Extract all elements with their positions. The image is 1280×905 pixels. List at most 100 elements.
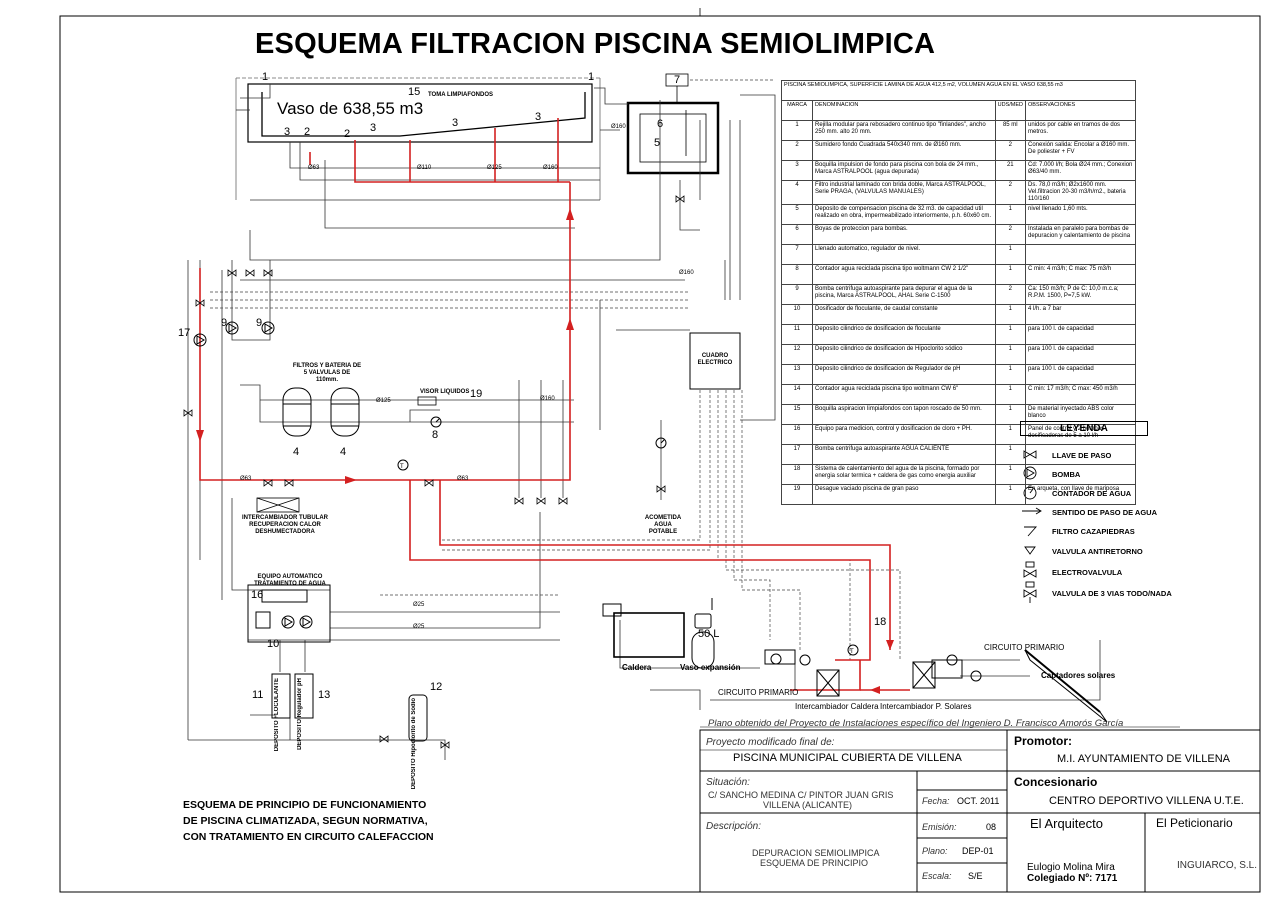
boiler-group: [602, 598, 715, 669]
emision-value: 08: [986, 822, 997, 832]
mark-4a: 4: [293, 446, 300, 458]
descripcion-label: Descripción:: [706, 821, 762, 832]
legend-item: VALVULA ANTIRETORNO: [1052, 547, 1143, 556]
spec-cell: 1: [994, 264, 1027, 285]
spec-cell: De material inyectado ABS color blanco: [1025, 404, 1136, 425]
pipe-label: Ø160: [543, 165, 558, 171]
spec-cell: 1: [994, 304, 1027, 325]
legend-item: ELECTROVALVULA: [1052, 568, 1123, 577]
proyecto-label: Proyecto modificado final de:: [706, 737, 835, 748]
descripcion-line2: ESQUEMA DE PRINCIPIO: [760, 858, 869, 868]
mark-16: 16: [251, 589, 264, 601]
visor-label: VISOR LIQUIDOS: [420, 389, 470, 395]
acometida-label: ACOMETIDA AGUA POTABLE: [644, 515, 682, 535]
spec-cell: Desague vaciado piscina de gran paso: [812, 484, 996, 505]
legend-item: CONTADOR DE AGUA: [1052, 489, 1132, 498]
spec-cell: Boquilla aspiracion limpiafondos con tap…: [812, 404, 996, 425]
diagram-title: ESQUEMA FILTRACION PISCINA SEMIOLIMPICA: [255, 28, 936, 60]
spec-cell: para 100 l. de capacidad: [1025, 364, 1136, 385]
mark-3c: 3: [452, 117, 459, 129]
ph-tank-label: DEPOSITO Regulador pH: [297, 678, 303, 750]
filters-label: FILTROS Y BATERIA DE 5 VALVULAS DE 110mm…: [292, 363, 362, 383]
spec-cell: Filtro industrial laminado con brida dob…: [812, 180, 996, 205]
proyecto-name: PISCINA MUNICIPAL CUBIERTA DE VILLENA: [733, 752, 962, 764]
vessel-capacity-label: 50 L: [698, 628, 720, 640]
spec-cell: nivel llenado 1,60 mts.: [1025, 204, 1136, 225]
spec-cell: 3: [781, 160, 813, 181]
spec-cell: 5: [781, 204, 813, 225]
fecha-value: OCT. 2011: [957, 796, 1000, 806]
spec-cell: Rejilla modular para rebosadero continuo…: [812, 120, 996, 141]
expansion-vessel-label: Vaso expansión: [680, 663, 741, 672]
spec-cell: Bomba centrifuga autoaspirante AGUA CALI…: [812, 444, 996, 465]
spec-cell: 8: [781, 264, 813, 285]
plan-source-note: Plano obtenido del Proyecto de Instalaci…: [708, 718, 1124, 729]
pipe-label: Ø160: [611, 124, 626, 130]
spec-cell: para 100 l. de capacidad: [1025, 324, 1136, 345]
spec-cell: 1: [994, 344, 1027, 365]
spec-cell: 7: [781, 244, 813, 265]
spec-cell: unidos por cable en tramos de dos metros…: [1025, 120, 1136, 141]
solar-collectors-label: Captadores solares: [1041, 671, 1116, 680]
solar-exchanger-label: Intercambiador P. Solares: [880, 702, 972, 711]
spec-cell: 1: [781, 120, 813, 141]
plate-exchangers: [764, 649, 963, 697]
situacion-label: Situación:: [706, 777, 750, 788]
situacion-line1: C/ SANCHO MEDINA C/ PINTOR JUAN GRIS: [708, 790, 894, 800]
boiler-label: Caldera: [622, 663, 652, 672]
mark-8: 8: [432, 429, 439, 441]
spec-cell: Contador agua reciclada piscina tipo wol…: [812, 384, 996, 405]
solar-collector: [1024, 649, 1108, 723]
spec-cell: 18: [781, 464, 813, 485]
arquitecto-label: El Arquitecto: [1030, 816, 1103, 831]
mark-11: 11: [252, 689, 264, 701]
pipe-label: Ø63: [240, 476, 252, 482]
spec-cell: 12: [781, 344, 813, 365]
spec-cell: Deposito cilindrico de dosificacion de H…: [812, 344, 996, 365]
pool-basin: [235, 77, 601, 200]
spec-cell: 85 ml: [994, 120, 1027, 141]
mark-9b: 9: [256, 317, 263, 329]
spec-cell: 1: [994, 364, 1027, 385]
mark-15: 15: [408, 86, 421, 98]
spec-cell: Dosificador de floculante, de caudal con…: [812, 304, 996, 325]
spec-cell: C min: 17 m3/h; C max: 450 m3/h: [1025, 384, 1136, 405]
mark-1b: 1: [588, 71, 595, 83]
mark-2b: 2: [344, 128, 351, 140]
spec-cell: Deposito cilindrico de dosificacion de f…: [812, 324, 996, 345]
spec-cell: Boquilla impulsion de fondo para piscina…: [812, 160, 996, 181]
spec-cell: 21: [994, 160, 1027, 181]
mark-2a: 2: [304, 126, 311, 138]
emision-label: Emisión:: [922, 822, 957, 832]
mark-6: 6: [657, 118, 664, 130]
mark-19: 19: [470, 388, 483, 400]
spec-cell: 2: [994, 140, 1027, 161]
escala-value: S/E: [968, 871, 983, 881]
primary-circuit-label: CIRCUITO PRIMARIO: [718, 688, 799, 697]
column-header: UDS/MED: [994, 100, 1027, 121]
treatment-unit-label: EQUIPO AUTOMATICO TRATAMIENTO DE AGUA: [254, 574, 326, 587]
red-heating-circuit: [199, 118, 910, 691]
pipe-label: Ø110: [417, 165, 432, 171]
plano-value: DEP-01: [962, 846, 994, 856]
spec-table-header: PISCINA SEMIOLIMPICA, SUPERFICIE LAMINA …: [781, 80, 1136, 101]
peticionario-label: El Peticionario: [1156, 816, 1233, 830]
arquitecto-name: Eulogio Molina Mira: [1027, 862, 1115, 873]
mark-13: 13: [318, 689, 331, 701]
spec-cell: 11: [781, 324, 813, 345]
spec-cell: 17: [781, 444, 813, 465]
toma-label: TOMA LIMPIAFONDOS: [428, 92, 493, 98]
spec-cell: 19: [781, 484, 813, 505]
promotor-label: Promotor:: [1014, 734, 1072, 748]
pipe-label: Ø125: [376, 398, 391, 404]
red-flow-arrows: [196, 208, 894, 694]
spec-cell: Cd: 7.000 l/h; Bola Ø24 mm.; Conexion Ø6…: [1025, 160, 1136, 181]
mark-17: 17: [178, 327, 191, 339]
column-header: MARCA: [781, 100, 813, 121]
black-pipework: [187, 84, 1101, 760]
